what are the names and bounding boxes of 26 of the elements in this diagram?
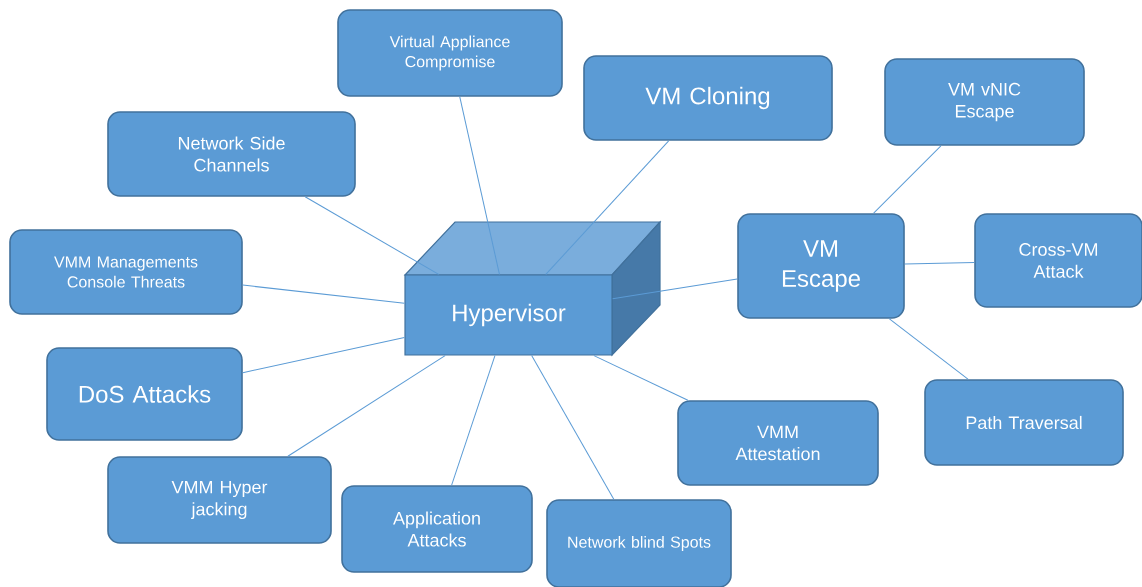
connector-line — [287, 355, 446, 457]
threat-box: VMM Managements Console Threats — [9, 229, 243, 315]
threat-box: Virtual Appliance Compromise — [337, 9, 563, 97]
threat-box: VMM Attestation — [677, 400, 879, 486]
threat-box: VM Cloning — [583, 55, 833, 141]
connector-line — [612, 278, 738, 300]
connector-line — [531, 355, 615, 500]
connector-line — [888, 318, 969, 380]
connector-line — [873, 145, 942, 214]
connector-line — [304, 196, 440, 275]
threat-box: Application Attacks — [341, 485, 533, 573]
connector-line — [593, 355, 689, 401]
connector-line — [904, 261, 975, 265]
threat-box: VM Escape — [737, 213, 905, 319]
threat-box: Path Traversal — [924, 379, 1124, 466]
connector-line — [242, 284, 405, 304]
threat-box: VMM Hyper jacking — [107, 456, 332, 544]
connector-line — [459, 96, 500, 275]
threat-box: Network blind Spots — [546, 499, 732, 587]
threat-box: Cross-VM Attack — [974, 213, 1142, 308]
threat-box: Network Side Channels — [107, 111, 356, 197]
connector-line — [242, 337, 405, 374]
connector-line — [451, 355, 496, 486]
threat-box: VM vNIC Escape — [884, 58, 1085, 146]
connector-line — [545, 140, 670, 275]
threat-box: DoS Attacks — [46, 347, 243, 441]
